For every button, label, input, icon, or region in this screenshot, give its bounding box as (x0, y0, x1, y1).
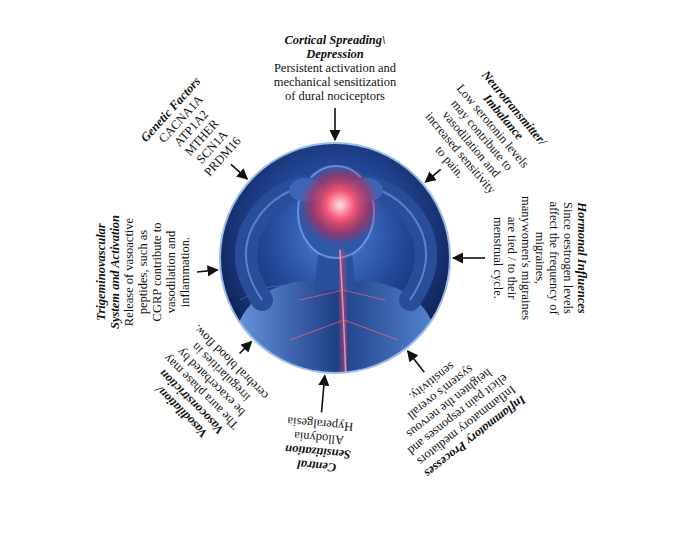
factor-heading: Central Sensitization (274, 442, 361, 477)
factor-group: Central SensitizationAllodynia Hyperalge… (274, 414, 364, 477)
pointer-arrow (197, 270, 218, 272)
factor-description: Persistent activation and mechanical sen… (271, 61, 399, 103)
pointer-arrow (453, 257, 485, 259)
factor-group: Inflammatory ProcessesInflammatory media… (374, 335, 532, 484)
pointer-arrow (240, 341, 252, 353)
factor-heading: Cortical Spreading\ Depression (260, 33, 410, 61)
factor-group: Hormonal InfluencesSince oestrogen level… (490, 196, 588, 321)
factor-group: Trigeminovascular System and ActivationR… (94, 212, 192, 332)
factor-description: Since oestrogen levels affect the freque… (490, 196, 574, 321)
factor-group: Genetic FactorsCACNA1A ATP1A2 MTHER SCN1… (130, 66, 263, 200)
pointer-arrow (334, 108, 336, 140)
factor-group: Vasodilation/ VasoconstrictionThe aura p… (138, 318, 275, 455)
factor-heading: Trigeminovascular System and Activation (94, 212, 122, 332)
factor-group: Cortical Spreading\ DepressionPersistent… (260, 33, 410, 103)
pointer-arrow (321, 376, 324, 413)
pointer-arrow (231, 164, 247, 179)
pointer-arrow (425, 169, 440, 182)
factor-group: Neurotransmitter/ ImbalanceLow serotonin… (407, 58, 558, 211)
pointer-arrow (408, 351, 425, 372)
factor-heading: Hormonal Influences (574, 196, 588, 321)
factor-description: Release of vasoactive peptides, such as … (122, 212, 192, 332)
